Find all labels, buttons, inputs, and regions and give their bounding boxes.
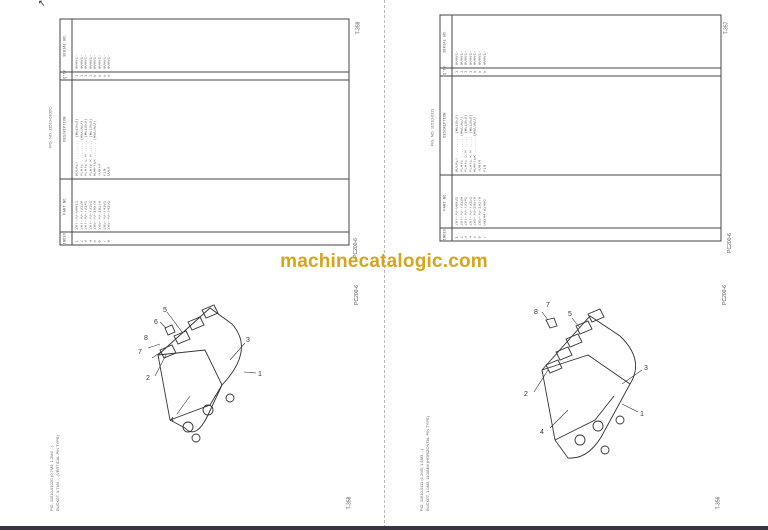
callout-7: 7 (138, 349, 142, 356)
callout-5: 5 (163, 307, 167, 314)
column-header-part-no: PART NO. (440, 175, 453, 228)
table-cell-qty: 1 (75, 74, 80, 78)
table-cell-index: 8 (107, 240, 112, 243)
table-cell-qty: 5 (98, 74, 103, 78)
table-cell-qty: 5 (107, 74, 112, 78)
left-bucket-drawing: 2 4 3 1 5 6 7 8 (138, 304, 262, 443)
callout-1: 1 (258, 371, 262, 378)
right-fig-no: FIG. NO. 11510-0111 (429, 108, 435, 147)
column-cells: BUCKET ........ (WELDED)PLATE ........ (… (73, 80, 116, 178)
right-bucket-drawing: 2 4 3 1 5 8 7 (524, 302, 648, 459)
table-cell-index: 7 (483, 236, 488, 239)
left-title-line2: BUCKET, 0.7M3 ... (VERTICAL PIN TYPE) (55, 435, 60, 511)
column-header-index: INDEX (440, 228, 453, 241)
table-cell-qty: 5 (478, 70, 483, 74)
right-figure-title: FIG. 11510-0111 (1.2M3, 1.5M3 ...) BUCKE… (419, 321, 431, 511)
right-page-number-top: T-357 (723, 21, 730, 35)
table-cell-qty: 5 (483, 70, 488, 74)
column-serial-no: SERIAL NO.B0001-B0001-B0001-B0001-B0001-… (60, 19, 349, 72)
callout-3: 3 (246, 337, 250, 344)
mouse-cursor-icon: ↖ (38, 0, 46, 8)
column-header-description: DESCRIPTION (60, 80, 73, 179)
column-header-description: DESCRIPTION (440, 76, 453, 175)
callout-2: 2 (146, 375, 150, 382)
column-header-qty: Q'TY (440, 66, 453, 76)
column-serial-no: SERIAL NO.B0001-B0001-B0001-B0001-B0001-… (440, 15, 721, 68)
callout-1: 1 (640, 411, 644, 418)
left-fig-no: FIG. NO. 11510-0102C (47, 106, 53, 149)
table-cell-qty: 1 (455, 70, 460, 74)
bottom-bar (0, 526, 768, 530)
watermark: machinecatalogic.com (280, 251, 488, 272)
callout-3: 3 (644, 365, 648, 372)
right-model-mid: PC200-6 (721, 285, 728, 305)
callout-5: 5 (568, 311, 572, 318)
table-cell-serial-no: B0001- (107, 54, 112, 70)
table-cell-description: PIN (483, 164, 488, 173)
table-cell-part-no: 205-70-74191 (107, 200, 112, 230)
table-cell-part-no: 09244-02496 (483, 199, 488, 226)
callout-4: 4 (170, 417, 174, 424)
callout-8: 8 (144, 335, 148, 342)
column-header-serial-no: SERIAL NO. (440, 15, 453, 68)
right-title-line2: BUCKET, 1.0M3, 1100MM (HORIZONTAL PIN TY… (425, 416, 430, 511)
left-page-number-bottom: T-358 (346, 496, 353, 510)
column-header-index: INDEX (60, 232, 73, 245)
table-cell-description: LOCK (107, 166, 112, 177)
column-header-serial-no: SERIAL NO. (60, 19, 73, 72)
page-divider (384, 0, 385, 528)
right-page-number-bottom: T-356 (715, 496, 722, 510)
left-figure-title: FIG. 11510-0102C (0.7M3, 1.2M3 ...) BUCK… (49, 321, 61, 511)
table-cell-serial-no: B0001- (483, 50, 488, 66)
column-header-part-no: PART NO. (60, 179, 73, 232)
column-cells: B0001-B0001-B0001-B0001-B0001-B0001-B000… (73, 20, 116, 72)
callout-2: 2 (524, 391, 528, 398)
column-cells: BUCKET ........ (WELDED)PLATE ........ (… (453, 76, 491, 174)
column-header-qty: Q'TY (60, 70, 73, 80)
column-cells: B0001-B0001-B0001-B0001-B0001-B0001-B000… (453, 16, 491, 68)
callout-4: 4 (540, 429, 544, 436)
callout-8: 8 (534, 309, 538, 316)
callout-7: 7 (546, 302, 550, 309)
callout-6: 6 (154, 319, 158, 326)
right-model-top: PC200-6 (726, 233, 733, 253)
left-model-mid: PC200-6 (353, 285, 360, 305)
left-page-number-top: T-359 (355, 21, 362, 35)
